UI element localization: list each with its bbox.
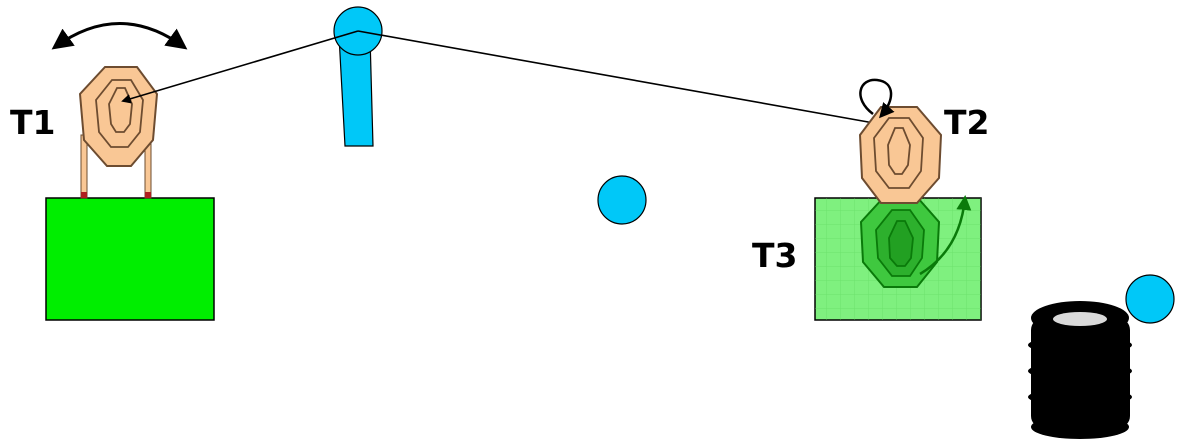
t2-octagon-target-icon — [858, 106, 943, 204]
shooter-position-icon — [333, 6, 383, 147]
t3-octagon-target-icon — [859, 196, 941, 288]
barrel-stack-icon — [1028, 301, 1132, 439]
t1-green-base — [45, 197, 215, 321]
t1-swing-arrow-icon — [51, 22, 188, 50]
label-t1: T1 — [10, 103, 55, 142]
center-marker-icon — [597, 175, 647, 225]
label-t2: T2 — [944, 103, 989, 142]
line-of-fire-t2 — [357, 30, 887, 129]
t1-octagon-target-icon — [78, 66, 159, 167]
right-marker-icon — [1125, 274, 1175, 324]
label-t3: T3 — [752, 236, 797, 275]
line-of-fire-t1 — [121, 30, 359, 104]
t3-flip-arrow-icon — [919, 195, 972, 276]
t2-spin-arrow-icon — [859, 78, 895, 119]
